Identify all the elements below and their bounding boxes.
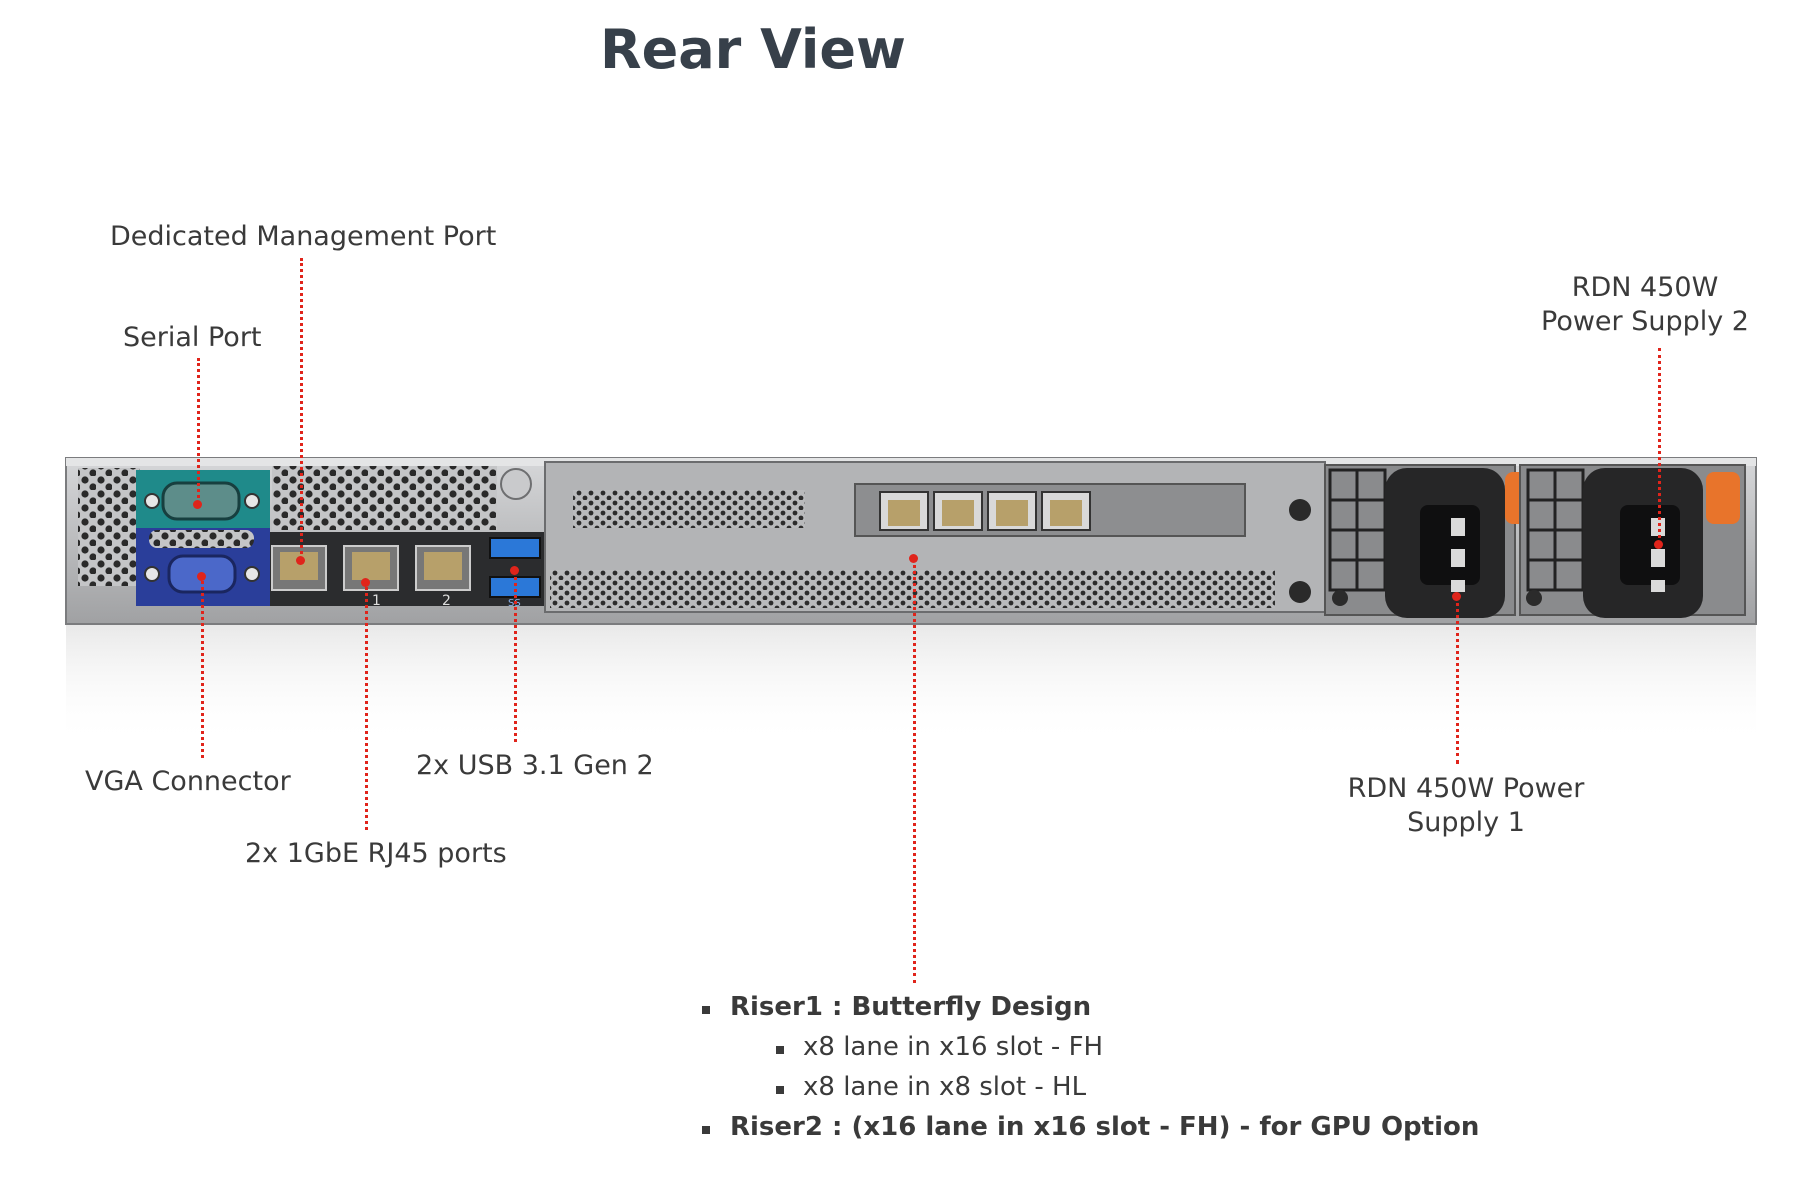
psu1-callout-line (1456, 596, 1459, 764)
bullet-square (702, 1006, 710, 1014)
psu2-callout-line (1658, 348, 1661, 544)
lan-port-2-mark: 2 (442, 593, 451, 609)
riser-callout-line (913, 558, 916, 983)
lan-port-1-mark: 1 (372, 593, 381, 609)
psu-2-latch (1706, 472, 1740, 524)
rj45-callout-line (365, 582, 368, 830)
riser-bullet-list: Riser1 : Butterfly Design x8 lane in x16… (700, 992, 1479, 1152)
bullet-square (702, 1126, 710, 1134)
top-vent (272, 466, 497, 530)
bullet-riser2: Riser2 : (x16 lane in x16 slot - FH) - f… (700, 1112, 1479, 1152)
mgmt-callout-dot (296, 556, 305, 565)
serial-callout-dot (193, 500, 202, 509)
dedicated-management-port-label: Dedicated Management Port (110, 221, 497, 252)
usb-callout-dot (510, 566, 519, 575)
psu-1-label-line1: RDN 450W Power (1347, 773, 1585, 804)
vga-connector-label: VGA Connector (85, 766, 291, 797)
bullet-riser2-text: Riser2 : (x16 lane in x16 slot - FH) - f… (730, 1112, 1480, 1142)
bullet-riser1: Riser1 : Butterfly Design (700, 992, 1479, 1032)
psu-1-label: RDN 450W Power Supply 1 (1335, 772, 1597, 840)
bullet-riser1-text: Riser1 : Butterfly Design (730, 992, 1092, 1022)
left-vent (78, 468, 140, 586)
bullet-riser1-sub1-text: x8 lane in x16 slot - FH (803, 1032, 1104, 1062)
vga-callout-dot (197, 572, 206, 581)
rj45-callout-dot (361, 578, 370, 587)
psu-2-label-line1: RDN 450W (1571, 272, 1719, 303)
psu-2-label-line2: Power Supply 2 (1541, 306, 1749, 337)
psu1-callout-dot (1452, 592, 1461, 601)
page-title: Rear View (600, 18, 906, 81)
serial-callout-line (197, 358, 200, 504)
bullet-riser1-sub2: x8 lane in x8 slot - HL (700, 1072, 1479, 1112)
riser-callout-dot (909, 554, 918, 563)
psu-1-label-line2: Supply 1 (1407, 807, 1525, 838)
rj45-label: 2x 1GbE RJ45 ports (245, 838, 507, 869)
psu-2-label: RDN 450W Power Supply 2 (1535, 271, 1755, 339)
riser-lower-vent (550, 570, 1275, 608)
serial-port-label: Serial Port (123, 322, 262, 353)
vga-callout-line (201, 576, 204, 758)
bullet-square (776, 1086, 784, 1094)
bullet-square (776, 1046, 784, 1054)
psu2-callout-dot (1654, 540, 1663, 549)
bullet-riser1-sub1: x8 lane in x16 slot - FH (700, 1032, 1479, 1072)
usb-callout-line (514, 570, 517, 742)
bullet-riser1-sub2-text: x8 lane in x8 slot - HL (803, 1072, 1087, 1102)
usb-port-top (489, 537, 541, 559)
riser-upper-vent (573, 490, 805, 528)
mgmt-callout-line (300, 258, 303, 560)
usb-label: 2x USB 3.1 Gen 2 (416, 750, 654, 781)
floor-reflection (66, 625, 1756, 745)
